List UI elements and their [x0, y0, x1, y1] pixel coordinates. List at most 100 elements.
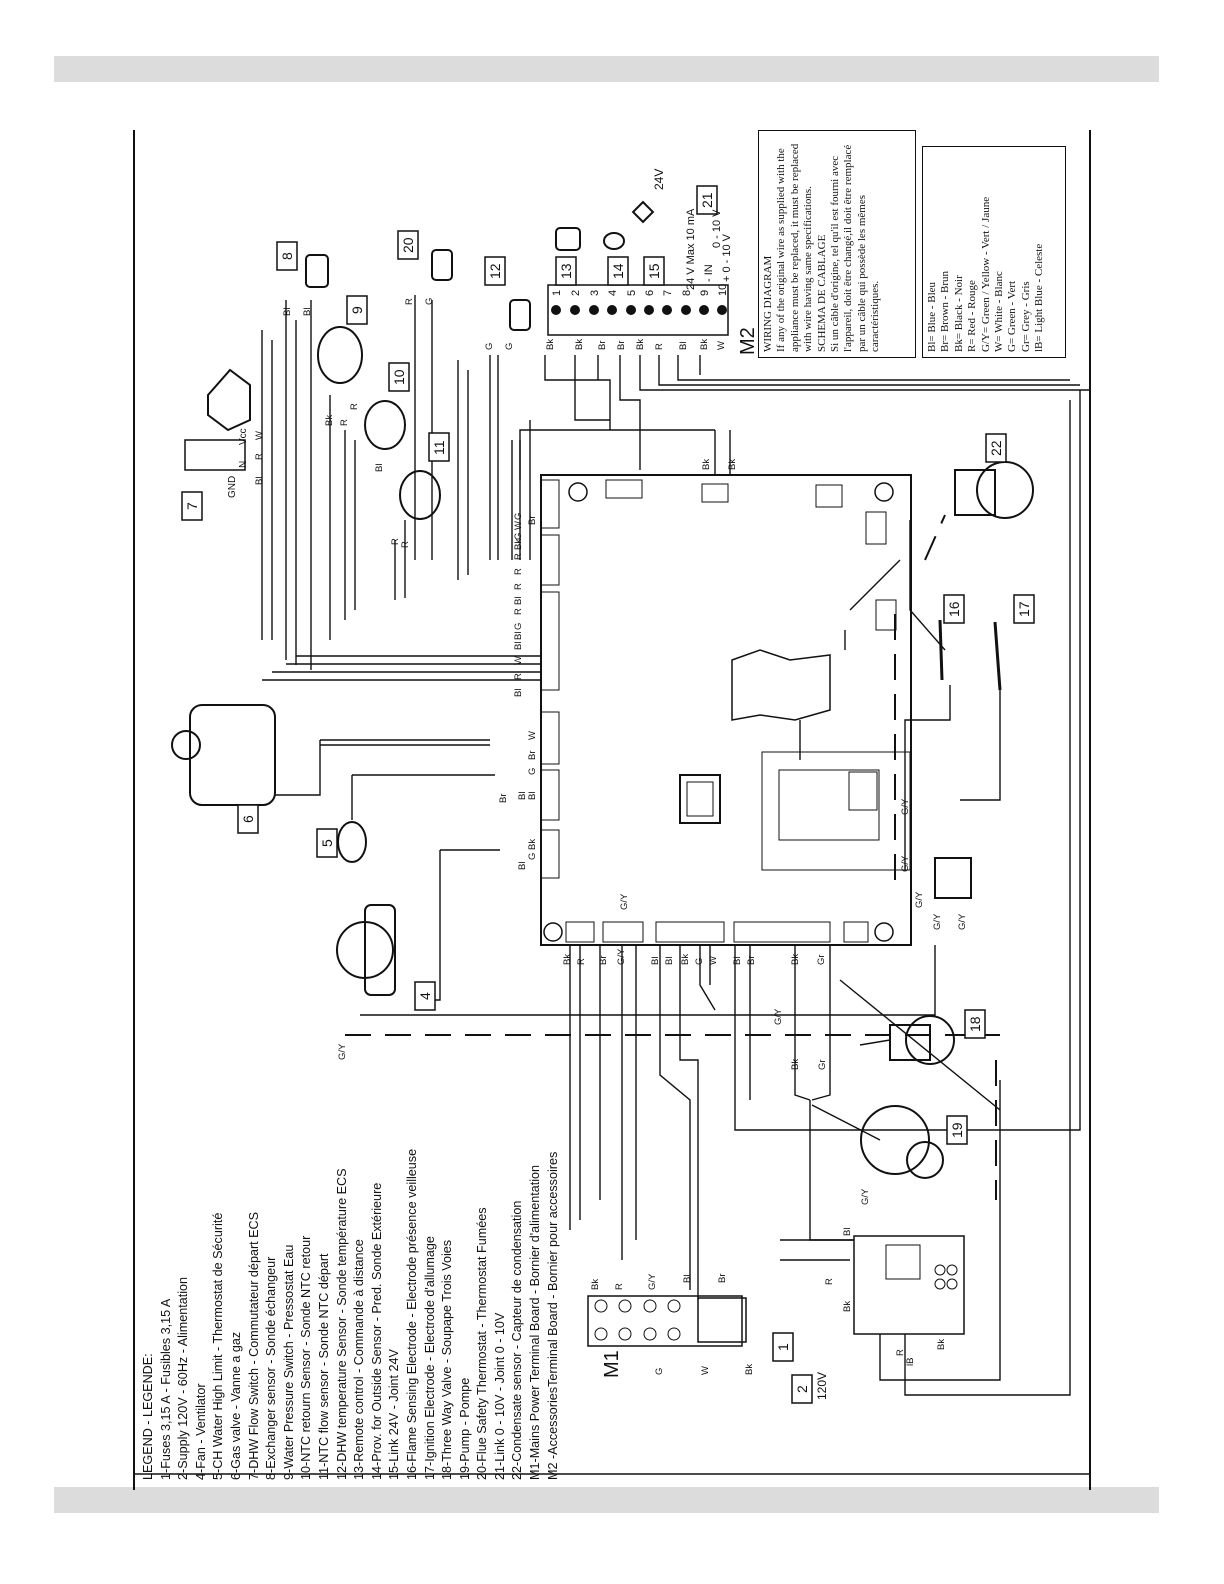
wire-color-label: Br: [527, 516, 538, 526]
wire-color-label: Bk: [562, 954, 573, 965]
wire-color-label: W: [700, 1366, 711, 1375]
component-number-box: [607, 256, 629, 286]
m2-label: M2: [737, 327, 759, 355]
legend-item: 17-Ignition Electrode - Electrode d'allu…: [422, 1236, 437, 1480]
wire-color-label: Bl: [678, 342, 689, 350]
exchanger-sensor: [305, 254, 329, 288]
wire-color-label: Bl: [302, 308, 313, 316]
wire-color-label: Bl: [513, 632, 524, 640]
m2-terminal-number: 3: [589, 290, 601, 296]
board-chip: [875, 599, 897, 631]
wire-color-label: lB: [905, 1358, 916, 1366]
wire-color-label: Bk: [324, 415, 335, 426]
component-number-box: [397, 230, 419, 260]
board-transformer: [679, 774, 721, 824]
ground-dashed-wires: [345, 514, 1000, 1200]
df-pin-n: N: [238, 461, 249, 468]
wire-color-label: R: [513, 608, 524, 615]
dhw-flow-switch: [207, 368, 251, 432]
m2-terminal-number: 1: [551, 290, 563, 296]
board-chip: [605, 479, 643, 499]
wire-color-label: R: [400, 541, 411, 548]
m2-label-010v: + 0 - 10 V: [721, 233, 733, 282]
wire-color-label: G: [527, 768, 538, 775]
wire-color-label: W: [527, 731, 538, 740]
board-connector: [540, 534, 560, 586]
board-chip: [701, 483, 729, 503]
dhw-flow-switch-connector: [184, 439, 246, 471]
legend: LEGEND - LEGENDE: 1-Fuses 3,15 A - Fusib…: [140, 820, 580, 1480]
wire-color-label: Bk: [635, 339, 646, 350]
component-number-box: [791, 1374, 813, 1404]
component-number-box: [346, 295, 368, 325]
wire-color-label: Bl: [842, 1228, 853, 1236]
wire-color-label: Bl: [517, 792, 528, 800]
wire-color-label: Bk: [744, 1364, 755, 1375]
wiring-diagram-note: WIRING DIAGRAM If any of the original wi…: [758, 130, 916, 358]
component-number-box: [555, 256, 577, 286]
m2-terminal-number: 9: [699, 290, 711, 296]
ignition-electrode: [993, 621, 1002, 691]
legend-item: 11-NTC flow sensor - Sonde NTC départ: [316, 1253, 331, 1480]
m2-terminal-board: [547, 284, 729, 336]
wire-color-label: Bk: [574, 339, 585, 350]
relay-bracket: [731, 649, 831, 721]
gas-valve-port: [171, 730, 201, 760]
component-number: 12: [487, 263, 503, 279]
component-number: 2: [794, 1385, 810, 1393]
three-way-valve: [905, 1015, 955, 1065]
supply-voltage-label: 120V: [815, 1372, 829, 1400]
legend-item: 21-Link 0 - 10V - Joint 0 - 10V: [492, 1312, 507, 1480]
component-number-box: [772, 1332, 794, 1362]
board-mount-hole: [874, 922, 894, 942]
wire-color-label: G/Y: [900, 855, 911, 872]
wire-color-label: Br: [717, 1274, 728, 1284]
wire-color-label: Br: [527, 751, 538, 761]
board-connector: [733, 921, 831, 943]
ntc-flow-sensor: [399, 470, 441, 520]
wire-color-label: G/Y: [932, 913, 943, 930]
legend-item: 20-Flue Safety Thermostat - Thermostat F…: [475, 1207, 490, 1480]
wiring-harness: [261, 295, 1090, 1396]
legend-title: LEGEND - LEGENDE:: [141, 1353, 155, 1480]
legend-item: 18-Three Way Valve - Soupape Trois Voies: [440, 1239, 455, 1480]
board-connector: [602, 921, 644, 943]
component-number: 7: [184, 502, 200, 510]
wire-color-label: G/Y: [647, 1273, 658, 1290]
wire-color-label: R: [390, 538, 401, 545]
board-mount-hole: [543, 922, 563, 942]
wire-color-label: R: [254, 453, 265, 460]
component-number: 18: [967, 1016, 983, 1032]
wire-color-label: W: [716, 341, 727, 350]
legend-item: 6-Gas valve - Vanne a gaz: [228, 1331, 243, 1480]
link-010v-label: 0 - 10 V: [711, 209, 723, 248]
m1-screws: [594, 1299, 681, 1341]
legend-item: 16-Flame Sensing Electrode - Electrode p…: [404, 1148, 419, 1480]
m1-label: M1: [601, 1350, 623, 1378]
color-code-item: Bk= Black - Noir: [952, 275, 965, 352]
wire-color-label: R: [349, 403, 360, 410]
wire-color-label: Bl: [517, 862, 528, 870]
wire-color-label: Br: [597, 341, 608, 351]
legend-item: 9-Water Pressure Switch - Pressostat Eau: [281, 1244, 296, 1480]
pump-head: [906, 1141, 944, 1179]
board-chip: [815, 484, 843, 508]
wire-color-label: Bl: [282, 308, 293, 316]
component-number: 15: [646, 263, 662, 279]
gas-valve: [189, 704, 276, 806]
wire-color-label: Bk: [727, 459, 738, 470]
component-number: 10: [391, 369, 407, 385]
m2-screws: [551, 305, 727, 315]
wire-color-label: G/Y: [616, 948, 627, 965]
board-connector: [655, 921, 725, 943]
component-number: 4: [417, 992, 433, 1000]
flue-safety-thermostat: [431, 249, 453, 281]
wiring-note-text: If any of the original wire as supplied …: [775, 143, 815, 352]
component-number-box: [643, 256, 665, 286]
color-code-item: lB= Light Blue - Celeste: [1033, 243, 1046, 352]
water-pressure-switch: [317, 326, 363, 384]
board-connector: [540, 829, 560, 879]
color-code-item: W= White - Blanc: [993, 271, 1006, 352]
ntc-return-sensor: [364, 400, 406, 450]
wire-color-label: G/Y: [337, 1043, 348, 1060]
